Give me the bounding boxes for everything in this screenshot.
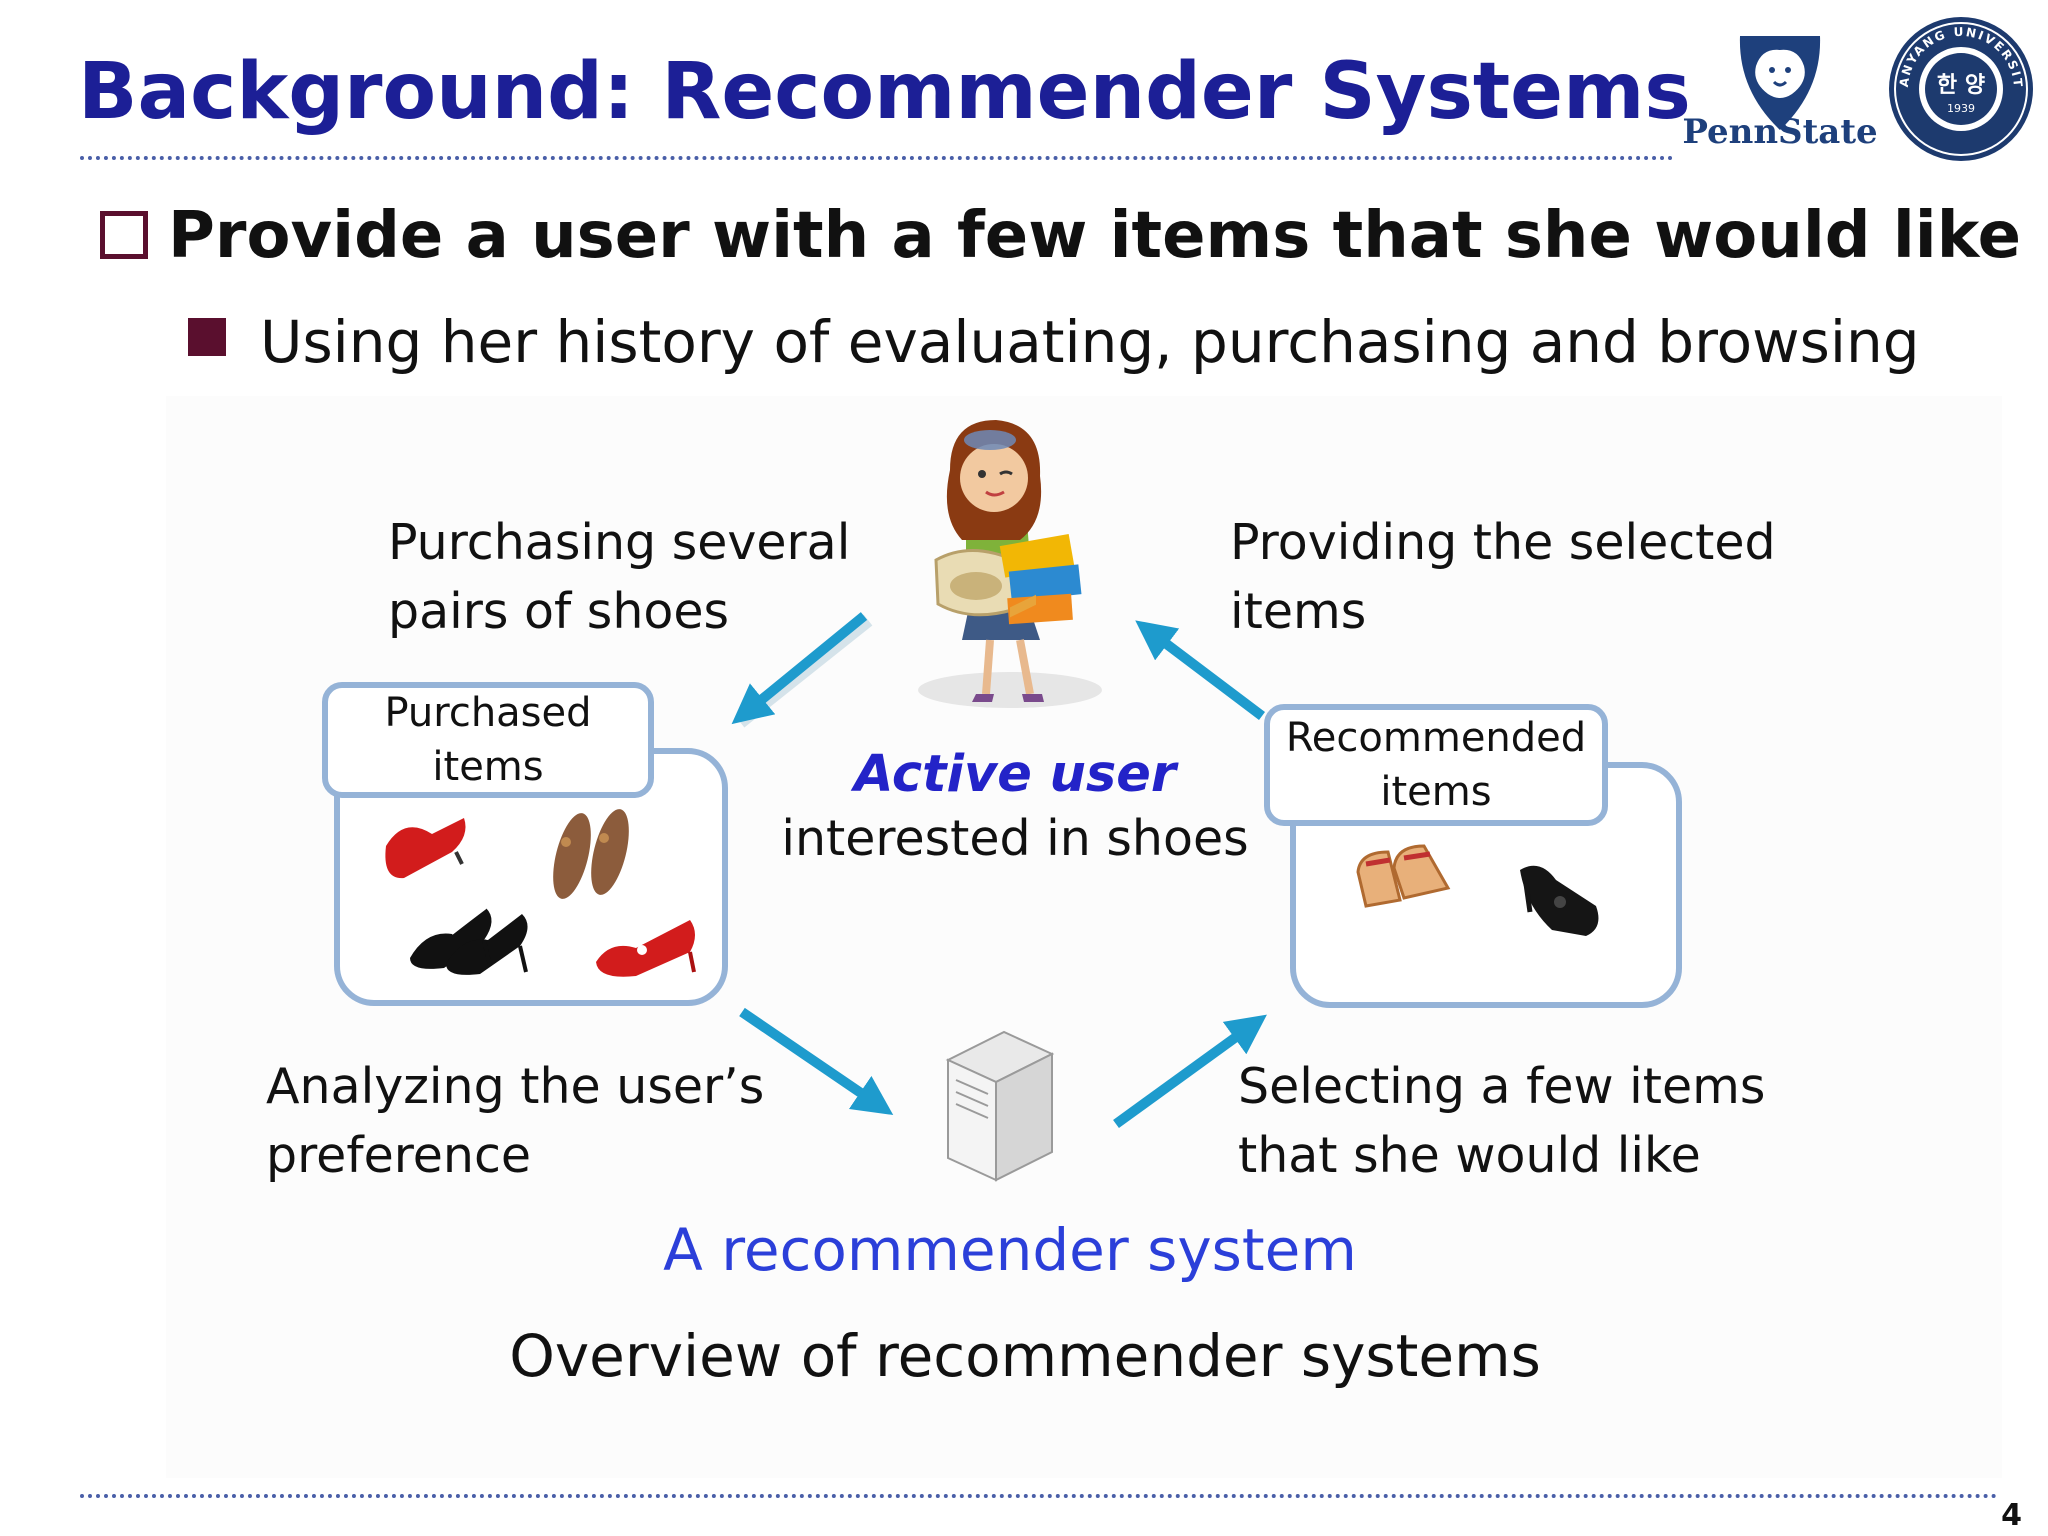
- figure-caption: Overview of recommender systems: [509, 1322, 1541, 1390]
- hanyang-seal-icon: HANYANG UNIVERSITY 한 양 1939: [1886, 14, 2033, 161]
- server-icon: [945, 594, 1055, 1182]
- arrow-to-recommended: [1113, 1014, 1267, 1129]
- caption-purchasing-line2: pairs of shoes: [388, 583, 730, 640]
- hollow-square-bullet-icon: [100, 211, 148, 259]
- red-pump-icon: [596, 920, 696, 977]
- page-number: 4: [2001, 1498, 2022, 1533]
- filled-square-bullet-icon: [188, 318, 226, 356]
- caption-providing-line1: Providing the selected: [1230, 514, 1776, 571]
- header-divider: [80, 156, 1674, 160]
- black-pump-icon: [1520, 865, 1599, 936]
- bullet-level1-text: Provide a user with a few items that she…: [168, 199, 2021, 273]
- shopper-woman-icon: [918, 420, 1102, 708]
- footer-divider: [80, 1494, 1998, 1498]
- recommended-label-line1: Recommended: [1285, 715, 1587, 761]
- caption-analyzing-line2: preference: [266, 1127, 532, 1184]
- purchased-label-line1: Purchased: [384, 690, 592, 736]
- caption-purchasing: Purchasing several pairs of shoes: [388, 508, 850, 646]
- bullet-level2-text: Using her history of evaluating, purchas…: [260, 308, 1920, 376]
- recommended-items-label: Recommended items: [1264, 704, 1608, 826]
- platform-sandal-icon: [1356, 844, 1451, 908]
- interested-label: interested in shoes: [781, 810, 1249, 867]
- caption-analyzing: Analyzing the user’s preference: [266, 1052, 764, 1190]
- caption-purchasing-line1: Purchasing several: [388, 514, 851, 571]
- recommender-system-label: A recommender system: [663, 1216, 1357, 1284]
- bullet-level2: Using her history of evaluating, purchas…: [188, 302, 1920, 382]
- caption-selecting: Selecting a few items that she would lik…: [1238, 1052, 1765, 1190]
- caption-providing: Providing the selected items: [1230, 508, 1776, 646]
- pennstate-shield-icon: [1739, 36, 1821, 130]
- seal-hangul: 한 양: [1937, 73, 1985, 98]
- red-high-heel-icon: [385, 818, 466, 879]
- active-user-label: Active user: [854, 745, 1176, 804]
- pennstate-wordmark: PennState: [1682, 112, 1878, 152]
- caption-analyzing-line1: Analyzing the user’s: [266, 1058, 765, 1115]
- black-strappy-heels-icon: [410, 907, 528, 975]
- slide-title: Background: Recommender Systems: [78, 47, 1691, 137]
- arrow-to-system: [739, 1007, 894, 1116]
- purchased-items-label: Purchased items: [322, 682, 654, 798]
- brown-flat-shoe-icon: [553, 809, 629, 899]
- arrow-to-user: [1135, 620, 1266, 720]
- purchased-label-line2: items: [432, 744, 544, 790]
- recommended-label-line2: items: [1380, 769, 1492, 815]
- arrow-to-purchased: [731, 612, 873, 728]
- seal-year: 1939: [1947, 102, 1975, 115]
- caption-providing-line2: items: [1230, 583, 1367, 640]
- caption-selecting-line2: that she would like: [1238, 1127, 1701, 1184]
- bullet-level1: Provide a user with a few items that she…: [100, 196, 2021, 276]
- caption-selecting-line1: Selecting a few items: [1238, 1058, 1766, 1115]
